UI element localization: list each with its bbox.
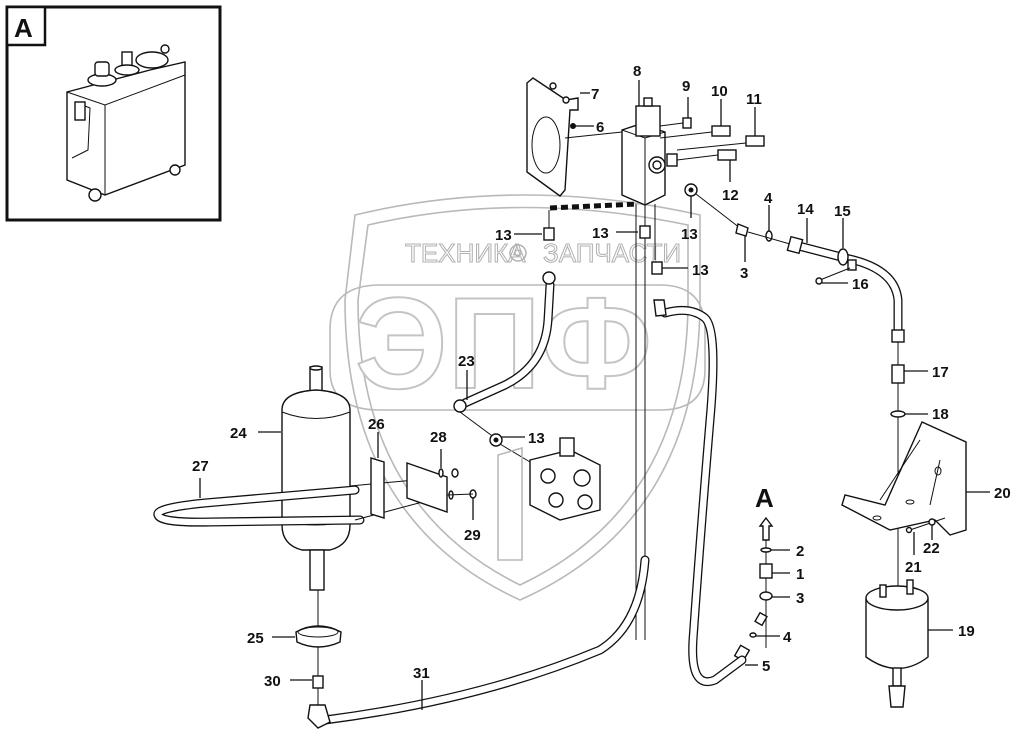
callout-23: 23 xyxy=(458,353,475,370)
bracket-7 xyxy=(526,77,579,197)
callout-1: 1 xyxy=(796,566,804,583)
accumulator-24 xyxy=(281,365,351,591)
callout-10: 10 xyxy=(711,83,728,100)
callout-13-pump: 13 xyxy=(528,430,545,447)
pump-valve-assembly xyxy=(497,437,601,561)
callout-14: 14 xyxy=(797,201,814,218)
callout-20: 20 xyxy=(994,485,1011,502)
callout-19: 19 xyxy=(958,623,975,640)
callout-3-bottom: 3 xyxy=(796,590,804,607)
callout-13-left: 13 xyxy=(495,227,512,244)
watermark-text-right: ЗАПЧАСТИ xyxy=(543,238,681,268)
callout-8: 8 xyxy=(633,63,641,80)
bracket-20 xyxy=(841,421,967,536)
callout-28: 28 xyxy=(430,429,447,446)
view-ref-letter: A xyxy=(755,483,774,513)
callout-2: 2 xyxy=(796,543,804,560)
callout-27: 27 xyxy=(192,458,209,475)
callout-9: 9 xyxy=(682,78,690,95)
callout-18: 18 xyxy=(932,406,949,423)
callout-11: 11 xyxy=(746,91,762,108)
callout-5: 5 xyxy=(762,658,770,675)
callout-26: 26 xyxy=(368,416,385,433)
callout-7: 7 xyxy=(591,86,599,103)
callout-31: 31 xyxy=(413,665,430,682)
filter-19 xyxy=(865,579,929,708)
callout-24: 24 xyxy=(230,425,247,442)
gear-icon xyxy=(509,244,527,262)
arrow-up-icon xyxy=(758,516,774,541)
callout-4-bottom: 4 xyxy=(783,629,792,646)
callout-17: 17 xyxy=(932,364,949,381)
callout-6: 6 xyxy=(596,119,604,136)
callout-13-center: 13 xyxy=(592,225,609,242)
callout-15: 15 xyxy=(834,203,851,220)
watermark-logo: ЭПФ xyxy=(355,270,652,416)
callout-29: 29 xyxy=(464,527,481,544)
callout-labels: 8 7 6 9 10 11 12 13 4 3 14 15 16 17 18 2… xyxy=(192,63,1011,690)
callout-3-top: 3 xyxy=(740,265,748,282)
callout-30: 30 xyxy=(264,673,281,690)
inset-letter: A xyxy=(14,13,33,43)
inset-view-a: A xyxy=(5,5,222,222)
callout-21: 21 xyxy=(905,559,922,576)
callout-25: 25 xyxy=(247,630,264,647)
tank-icon xyxy=(66,44,186,202)
valve-block-8 xyxy=(621,97,678,206)
callout-13-block: 13 xyxy=(681,226,698,243)
watermark: ТЕХНИКА ЗАПЧАСТИ ЭПФ xyxy=(329,194,706,601)
callout-13-right: 13 xyxy=(692,262,709,279)
callout-16: 16 xyxy=(852,276,869,293)
callout-4-top: 4 xyxy=(764,190,773,207)
seal-ring-25 xyxy=(295,625,342,648)
callout-12: 12 xyxy=(722,187,739,204)
watermark-text-left: ТЕХНИКА xyxy=(405,238,526,268)
callout-22: 22 xyxy=(923,540,940,557)
